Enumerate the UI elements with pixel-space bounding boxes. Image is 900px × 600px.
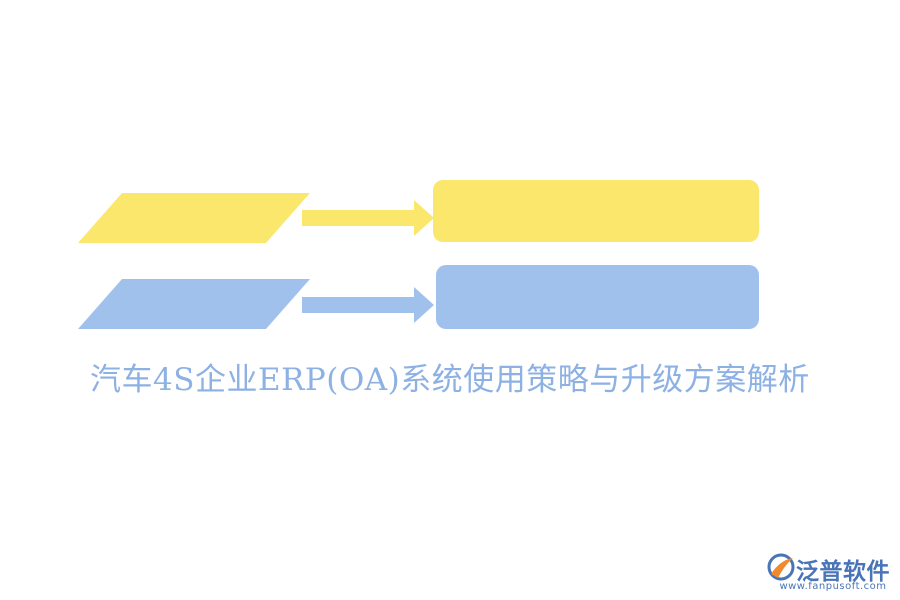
yellow-arrow	[302, 200, 434, 236]
logo-brand-name: 泛普软件	[796, 559, 890, 585]
diagram-title: 汽车4S企业ERP(OA)系统使用策略与升级方案解析	[90, 362, 810, 398]
fanpu-logo-icon	[767, 553, 795, 581]
blue-arrow	[302, 287, 434, 323]
logo-url: www.fanpusoft.com	[779, 581, 887, 592]
blue-rounded-box	[436, 265, 759, 329]
yellow-rounded-box	[433, 180, 759, 242]
blue-parallelogram	[78, 279, 310, 329]
brand-logo: 泛普软件 www.fanpusoft.com	[766, 548, 892, 594]
yellow-parallelogram	[78, 193, 310, 243]
